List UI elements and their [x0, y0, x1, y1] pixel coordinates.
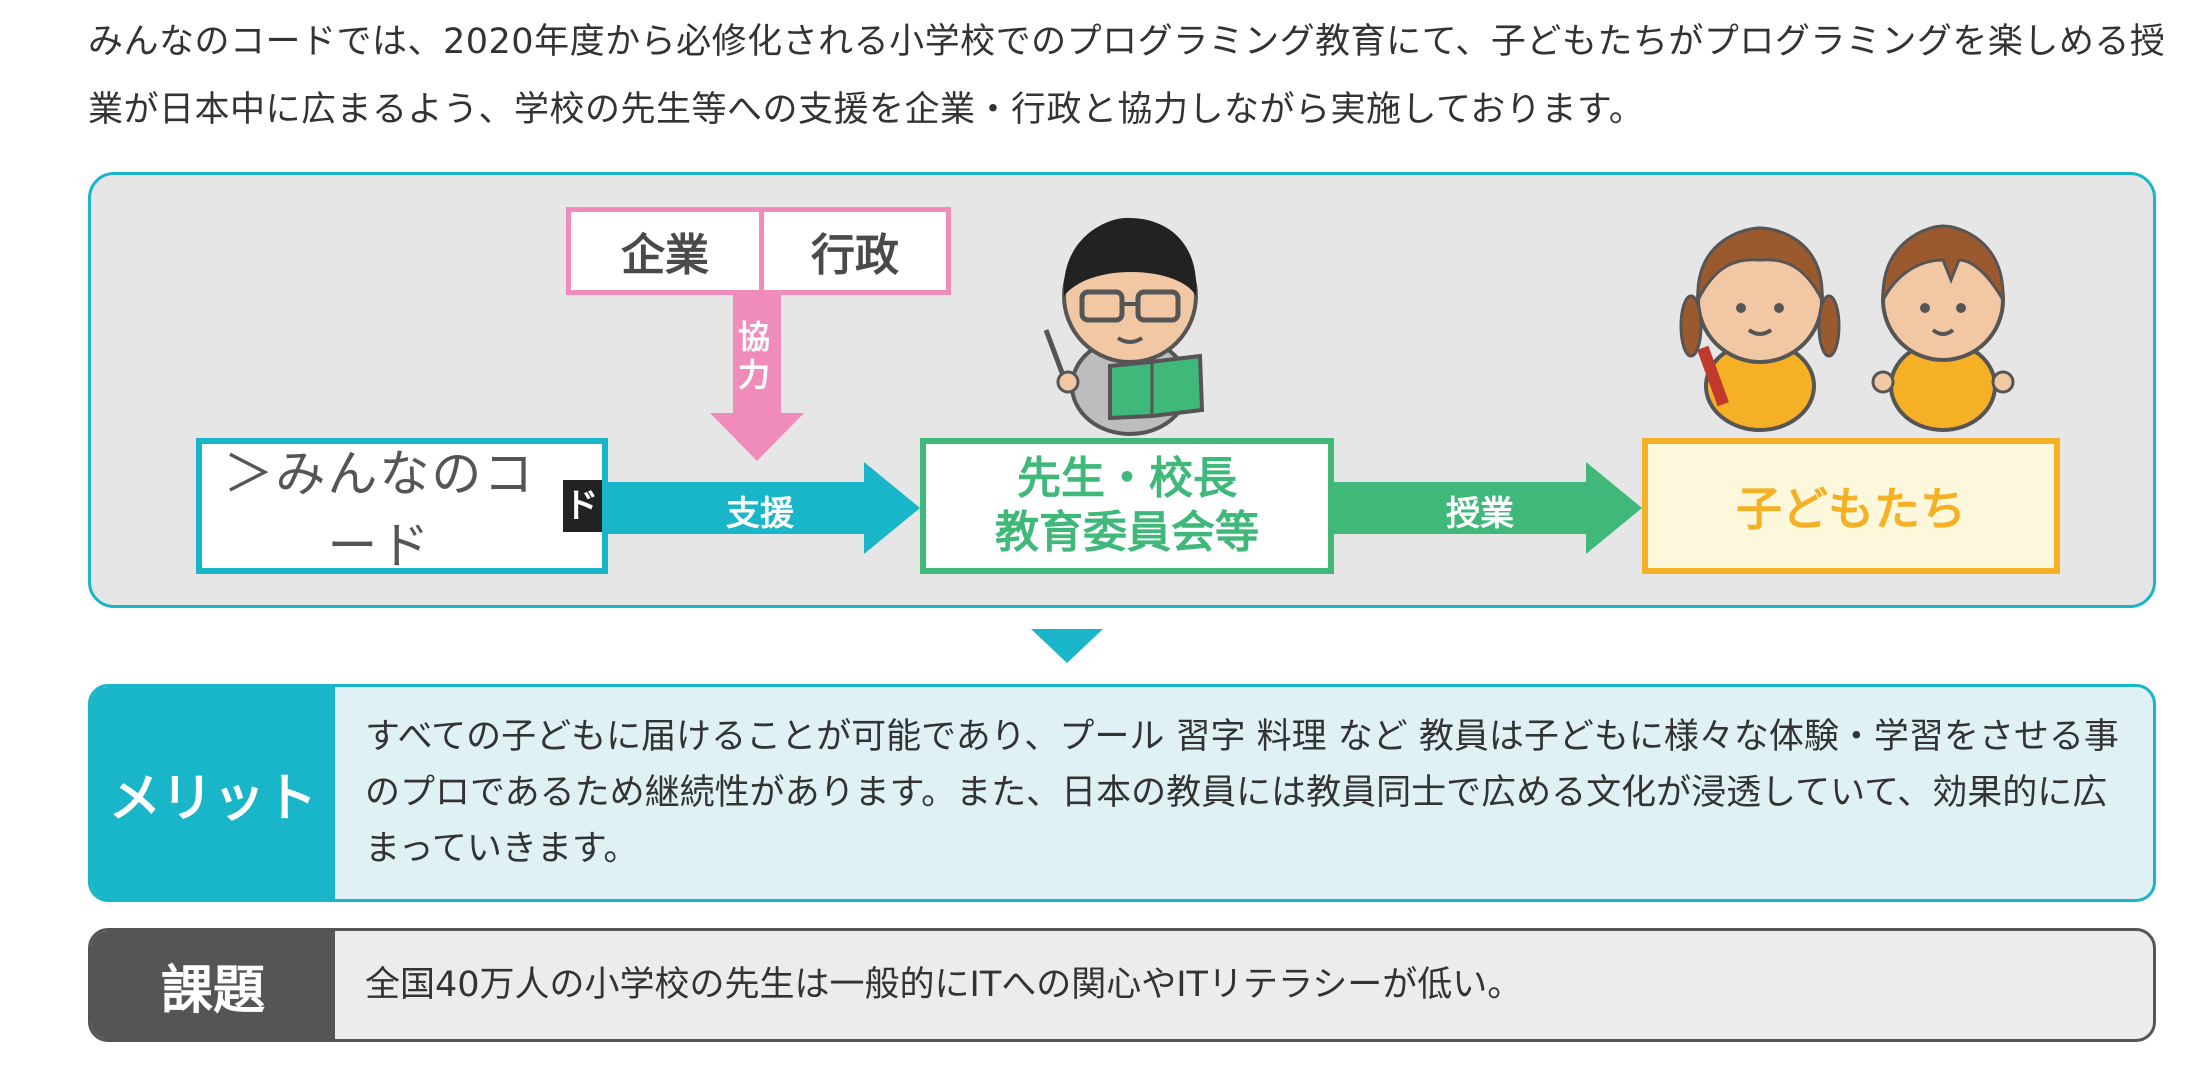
- cooperation-label: 協力: [737, 318, 770, 394]
- support-label: 支援: [726, 494, 794, 534]
- issue-heading: 課題: [91, 931, 335, 1039]
- issue-panel: 課題 全国40万人の小学校の先生は一般的にITへの関心やITリテラシーが低い。: [88, 928, 2156, 1042]
- children-node: 子どもたち: [1642, 438, 2060, 574]
- teachers-node: 先生・校長 教育委員会等: [920, 438, 1334, 574]
- merit-heading: メリット: [91, 687, 335, 899]
- class-arrow: [1334, 462, 1642, 554]
- cursor-icon: ド: [562, 480, 602, 532]
- down-arrow-icon: [1031, 629, 1103, 663]
- teachers-line1: 先生・校長: [1017, 453, 1237, 504]
- teacher-icon: [1043, 217, 1205, 436]
- intro-paragraph: みんなのコードでは、2020年度から必修化される小学校でのプログラミング教育にて…: [88, 22, 2166, 130]
- children-label: 子どもたち: [1736, 482, 1966, 536]
- child-girl-icon: [1679, 226, 1841, 432]
- support-arrow: [608, 462, 920, 554]
- org-logo: ＞みんなのコード ド: [202, 434, 602, 578]
- merit-panel: メリット すべての子どもに届けることが可能であり、プール 習字 料理 など 教員…: [88, 684, 2156, 902]
- class-label: 授業: [1446, 494, 1514, 534]
- org-logo-text: ＞みんなのコード: [223, 445, 536, 575]
- partner-company: 企業: [566, 207, 764, 295]
- org-node: ＞みんなのコード ド: [196, 438, 608, 575]
- merit-text: すべての子どもに届けることが可能であり、プール 習字 料理 など 教員は子どもに…: [365, 717, 2119, 869]
- issue-text: 全国40万人の小学校の先生は一般的にITへの関心やITリテラシーが低い。: [365, 965, 1523, 1005]
- cooperation-arrow: [710, 295, 804, 461]
- child-boy-icon: [1871, 224, 2015, 432]
- teachers-line2: 教育委員会等: [995, 507, 1259, 558]
- partner-government: 行政: [759, 207, 951, 295]
